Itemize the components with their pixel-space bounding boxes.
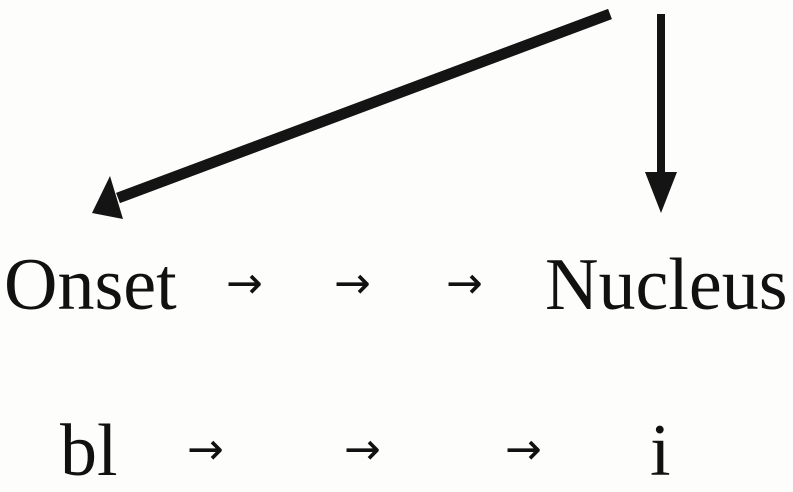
- row2-arrow-1-icon: →: [187, 424, 224, 475]
- onset-label: Onset: [4, 244, 177, 326]
- down-arrow-icon: [645, 14, 677, 213]
- row2-arrow-2-icon: →: [344, 424, 381, 475]
- row1-arrow-1-icon: →: [226, 258, 263, 309]
- top-arrows: [92, 8, 677, 219]
- nucleus-label: Nucleus: [545, 244, 788, 326]
- row2-arrow-3-icon: →: [505, 424, 542, 475]
- row1-arrow-2-icon: →: [334, 258, 371, 309]
- onset-example-label: bl: [60, 410, 118, 492]
- row1-arrow-3-icon: →: [446, 258, 483, 309]
- nucleus-example-label: i: [650, 410, 671, 492]
- diagonal-arrow-icon: [92, 8, 612, 219]
